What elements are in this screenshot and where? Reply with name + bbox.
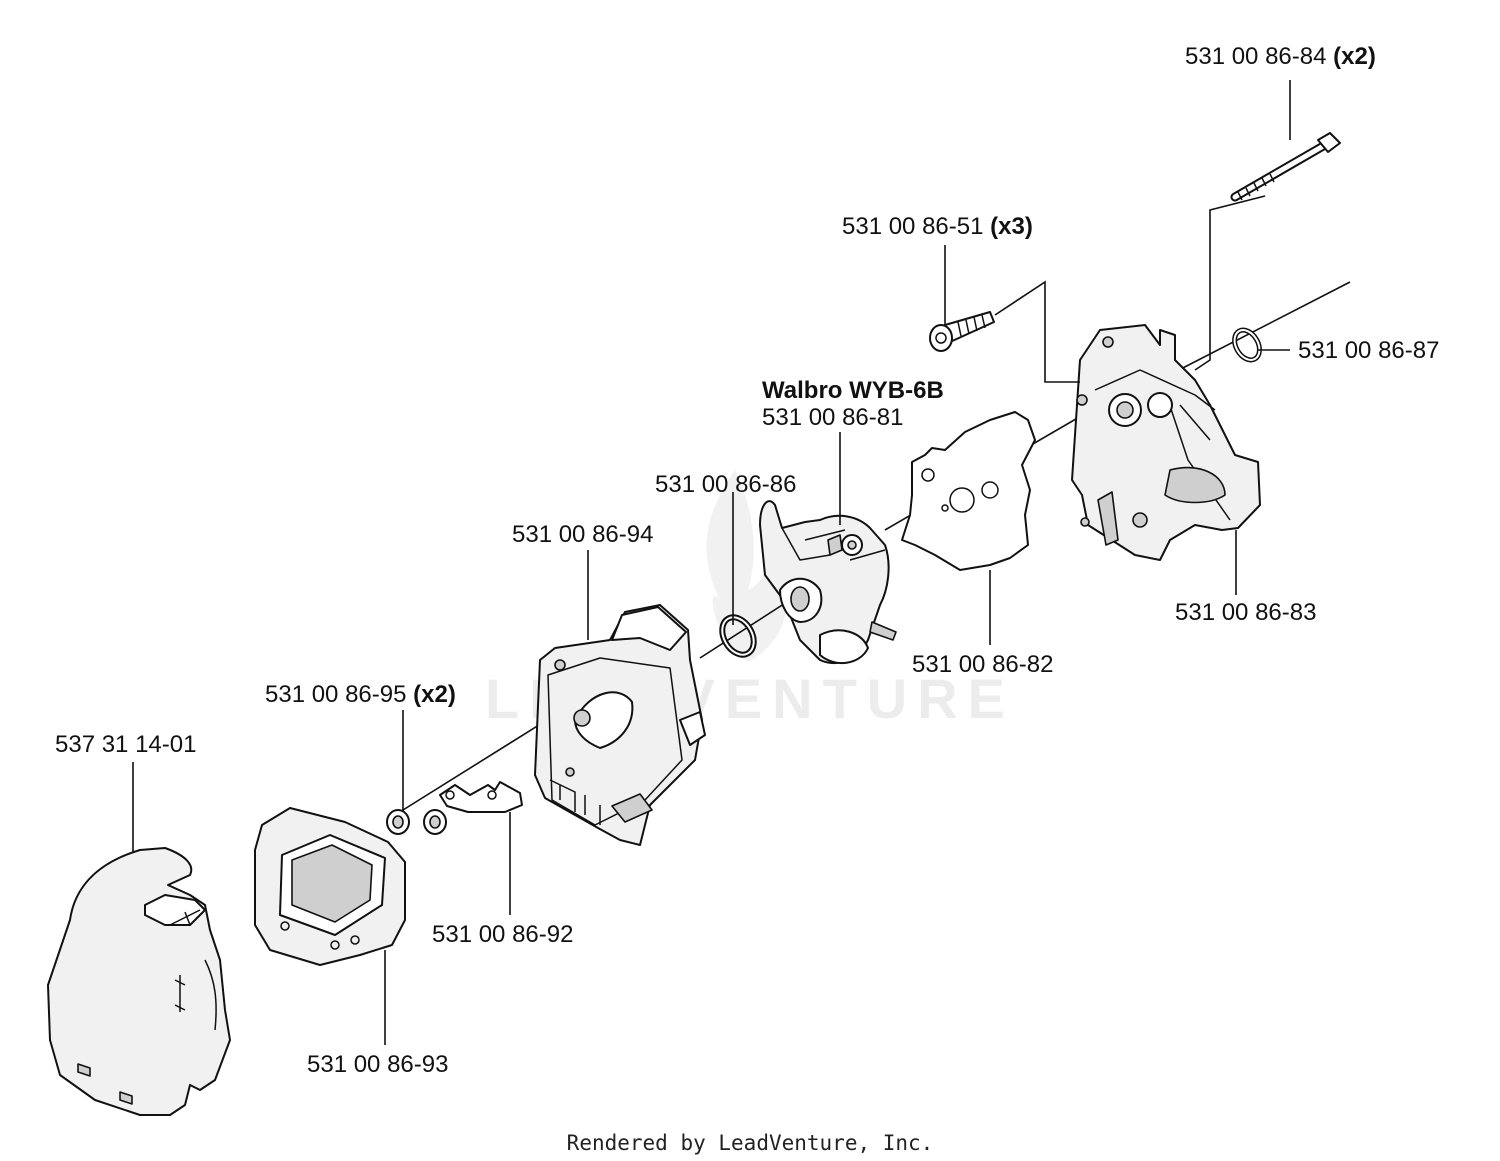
- label-filter: 531 00 86-93: [307, 1051, 448, 1078]
- label-air-filter-cover: 537 31 14-01: [55, 731, 196, 758]
- leader-lines: [132, 80, 1291, 1045]
- label-carburetor: 531 00 86-81: [762, 404, 903, 431]
- label-nuts-qty: (x2): [413, 681, 456, 708]
- label-long-bolt: 531 00 86-84 (x2): [1185, 43, 1376, 70]
- label-screw: 531 00 86-51 (x3): [842, 213, 1033, 240]
- label-intake-manifold: 531 00 86-83: [1175, 599, 1316, 626]
- bracket[interactable]: [439, 781, 523, 813]
- label-nuts-number: 531 00 86-95: [265, 681, 406, 708]
- air-filter-cover[interactable]: [47, 847, 231, 1116]
- label-bracket: 531 00 86-92: [432, 921, 573, 948]
- label-o-ring-right: 531 00 86-87: [1298, 337, 1439, 364]
- label-long-bolt-number: 531 00 86-84: [1185, 43, 1326, 70]
- long-bolt[interactable]: [1230, 132, 1341, 202]
- nuts[interactable]: [386, 809, 447, 835]
- screw[interactable]: [929, 311, 995, 352]
- o-ring-right[interactable]: [1229, 326, 1264, 365]
- label-gasket: 531 00 86-82: [912, 651, 1053, 678]
- label-screw-number: 531 00 86-51: [842, 213, 983, 240]
- label-o-ring-mid: 531 00 86-86: [655, 471, 796, 498]
- label-screw-qty: (x3): [990, 213, 1033, 240]
- label-long-bolt-qty: (x2): [1333, 43, 1376, 70]
- o-ring-mid[interactable]: [716, 612, 760, 661]
- gasket[interactable]: [901, 411, 1036, 571]
- part-labels: 531 00 86-84 (x2) 531 00 86-51 (x3) 531 …: [55, 43, 1439, 1078]
- label-air-filter-holder: 531 00 86-94: [512, 521, 653, 548]
- air-filter-holder[interactable]: [534, 604, 706, 846]
- intake-manifold[interactable]: [1071, 324, 1261, 561]
- filter[interactable]: [254, 807, 406, 966]
- label-nuts: 531 00 86-95 (x2): [265, 681, 456, 708]
- footer-credit: Rendered by LeadVenture, Inc.: [567, 1131, 934, 1155]
- carburetor[interactable]: [759, 500, 897, 665]
- label-carburetor-model: Walbro WYB-6B: [762, 377, 944, 404]
